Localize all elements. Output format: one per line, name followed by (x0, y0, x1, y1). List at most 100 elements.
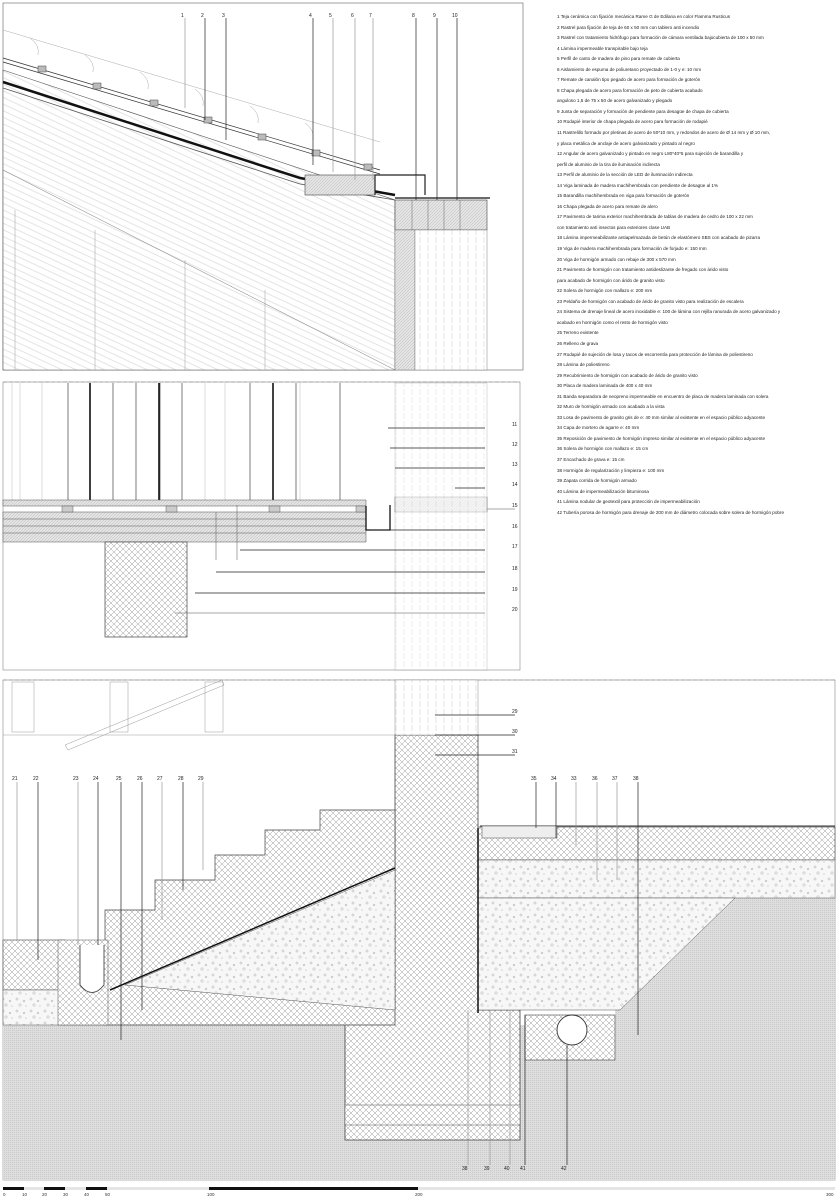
legend-item: 22 Solera de hormigón con mallazo e: 200… (557, 288, 653, 294)
svg-text:4: 4 (309, 13, 312, 19)
svg-text:42: 42 (561, 1166, 567, 1172)
legend-item: 17 Pavimento de tarima exterior machihem… (557, 214, 753, 220)
svg-text:36: 36 (592, 776, 598, 782)
legend-item: 5 Perfil de canto de madera de pino para… (557, 56, 680, 62)
legend-item: 25 Terreno existente (557, 330, 599, 336)
svg-text:20: 20 (512, 607, 518, 613)
svg-text:25: 25 (116, 776, 122, 782)
svg-text:13: 13 (512, 462, 518, 468)
legend-item: 32 Muro de hormigón armado con acabado a… (557, 404, 665, 410)
svg-text:31: 31 (512, 749, 518, 755)
svg-text:3: 3 (222, 13, 225, 19)
legend-item: 33 Losa de pavimento de granito gris de … (557, 414, 766, 420)
scale-label: 40 (84, 1192, 90, 1197)
legend-item: 37 Encachado de grava e: 15 cm (557, 456, 625, 462)
legend-item: 8 Chapa plegada de acero para formación … (557, 87, 703, 93)
legend-item: 13 Perfil de aluminio de la sección de L… (557, 172, 693, 178)
legend-item: 36 Solera de hormigón con mallazo e: 15 … (557, 446, 649, 452)
svg-text:21: 21 (12, 776, 18, 782)
svg-text:38: 38 (633, 776, 639, 782)
legend-item: 16 Chapa plegada de acero para remate de… (557, 203, 658, 209)
roof-eave-panel (2, 2, 524, 371)
legend-item: 41 Lámina nodular de geotextil para prot… (557, 499, 700, 505)
scale-bar (3, 1187, 835, 1190)
svg-text:40: 40 (504, 1166, 510, 1172)
svg-text:2: 2 (201, 13, 204, 19)
svg-text:29: 29 (512, 709, 518, 715)
svg-text:28: 28 (178, 776, 184, 782)
svg-text:37: 37 (612, 776, 618, 782)
legend-item: 20 Viga de hormigón armado con rebaje de… (557, 256, 676, 262)
legend-item: 15 Barandilla machihembrada en viga para… (557, 193, 690, 199)
legend-item: 23 Peldaño de hormigón con acabado de ár… (557, 298, 744, 304)
legend-item: 26 Relleno de grava (557, 340, 599, 346)
legend-item: 2 Rastrel para fijación de teja de 60 x … (557, 24, 700, 30)
svg-text:41: 41 (520, 1166, 526, 1172)
svg-text:12: 12 (512, 442, 518, 448)
foundation-panel (2, 679, 836, 1181)
legend-item: para acabado de hormigón con árido de gr… (557, 277, 665, 283)
svg-text:6: 6 (351, 13, 354, 19)
legend-item: 34 Capa de mortero de agarre e: 40 mm (557, 425, 640, 431)
legend-item: y placa metálica de anclaje de acero gal… (557, 140, 695, 146)
legend-item: 31 Banda separadora de neopreno impermea… (557, 393, 769, 399)
legend-item: 11 Rastrelillo formado por pletinas de a… (557, 130, 771, 136)
svg-text:23: 23 (73, 776, 79, 782)
scale-label: 200 (415, 1192, 423, 1197)
svg-text:29: 29 (198, 776, 204, 782)
legend-item: 30 Placa de madera laminada de 400 x 40 … (557, 383, 653, 389)
svg-text:39: 39 (484, 1166, 490, 1172)
legend-item: con tratamiento anti insectos para exter… (557, 224, 671, 230)
legend-item: 24 Sistema de drenaje lineal de acero in… (557, 309, 781, 315)
svg-text:15: 15 (512, 503, 518, 509)
legend-item: 12 Angular de acero galvanizado y pintad… (557, 151, 744, 157)
svg-text:27: 27 (157, 776, 163, 782)
svg-text:24: 24 (93, 776, 99, 782)
svg-text:17: 17 (512, 544, 518, 550)
legend-item: 3 Rastrel con tratamiento hidrófugo para… (557, 35, 764, 41)
svg-text:30: 30 (512, 729, 518, 735)
legend-item: 10 Rodapié interior de chapa plegada de … (557, 119, 708, 125)
svg-text:26: 26 (137, 776, 143, 782)
legend-item: 9 Junta de separación y formación de pen… (557, 108, 729, 114)
svg-text:18: 18 (512, 566, 518, 572)
callout-1: 1 (181, 13, 184, 19)
legend-item: 28 Lámina de poliestireno (557, 362, 610, 368)
svg-text:38: 38 (462, 1166, 468, 1172)
legend-item: 18 Lámina impermeabilizante antiapelmaza… (557, 235, 761, 241)
svg-text:5: 5 (329, 13, 332, 19)
legend-item: 38 Hormigón de regularización y limpieza… (557, 467, 665, 473)
svg-text:14: 14 (512, 482, 518, 488)
scale-label: 300 (826, 1192, 834, 1197)
legend-item: anguloso 1,5 de 75 x 50 de acero galvani… (557, 98, 673, 104)
legend-item: 14 Viga laminada de madera machihembrada… (557, 182, 719, 188)
svg-text:8: 8 (412, 13, 415, 19)
svg-text:34: 34 (551, 776, 557, 782)
legend-item: 21 Pavimento de hormigón con tratamiento… (557, 267, 729, 273)
svg-text:7: 7 (369, 13, 372, 19)
svg-text:10: 10 (452, 13, 458, 19)
legend-item: 19 Viga de madera machihembrada para for… (557, 246, 707, 252)
svg-text:19: 19 (512, 587, 518, 593)
legend-item: perfil de aluminio de la tira de ilumina… (557, 161, 660, 167)
svg-text:11: 11 (512, 422, 517, 428)
svg-text:16: 16 (512, 524, 518, 530)
legend-item: 42 Tubería porosa de hormigón para drena… (557, 509, 785, 515)
legend: 1 Teja cerámica con fijación mecánica Ra… (557, 12, 837, 518)
scale-label: 20 (42, 1192, 48, 1197)
scale-label: 10 (22, 1192, 28, 1197)
legend-item: 7 Remate de canalón tipo pegado de acero… (557, 77, 701, 83)
scale-label: 100 (207, 1192, 215, 1197)
scale-label: 50 (105, 1192, 111, 1197)
floor-panel (2, 381, 521, 671)
legend-item: 6 Aislamiento de espuma de poliuretano p… (557, 66, 702, 72)
legend-item: 1 Teja cerámica con fijación mecánica Ra… (557, 14, 731, 19)
legend-item: 27 Rodapié de sujeción de losa y tacos d… (557, 351, 753, 357)
legend-item: 4 Lámina impermeable transpirable bajo t… (557, 45, 648, 51)
legend-item: acabado en hormigón como el resto de hor… (557, 319, 668, 325)
scale-label: 30 (63, 1192, 69, 1197)
legend-item: 40 Lámina de impermeabilización bitumino… (557, 488, 649, 494)
scale-label: 0 (3, 1192, 6, 1197)
